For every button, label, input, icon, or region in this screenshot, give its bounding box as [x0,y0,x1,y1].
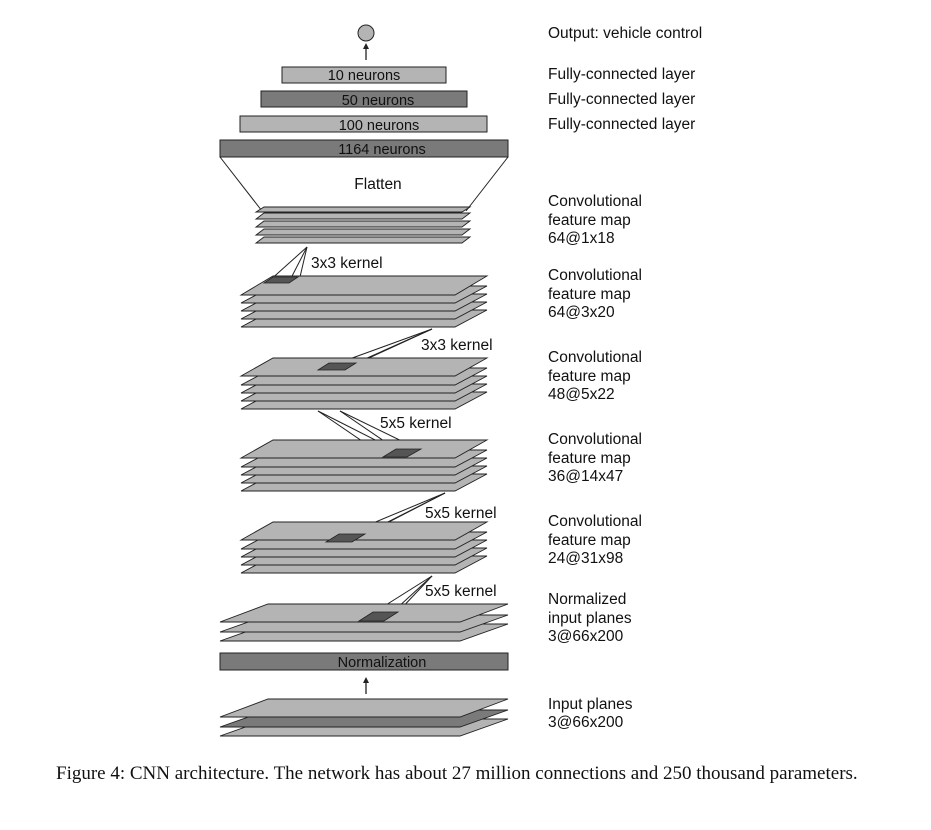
fc-layer-1164-text: 1164 neurons [338,142,426,158]
output-arrow-head [363,43,369,49]
feature-map-64x3x20 [239,275,489,328]
normalized-line2: input planes [548,610,632,627]
normalization-label: Normalization [338,655,427,671]
conv-map-3-line1: Convolutional [548,349,642,366]
conv-map-5-line3: 24@31x98 [548,550,623,567]
flatten-label: Flatten [354,176,401,193]
feature-map-36x14x47 [239,439,489,492]
kernel-3-label: 5x5 kernel [380,415,452,432]
normalized-line1: Normalized [548,591,626,608]
flatten-edge-left [219,156,263,212]
normalization-layer [219,652,509,671]
kernel-4-label: 5x5 kernel [425,505,497,522]
flatten-edge-right [465,156,509,212]
conv-map-1-line3: 64@1x18 [548,230,615,247]
conv-map-3-line2: feature map [548,368,631,385]
kernel-4-patch [324,533,367,543]
kernel-1-label: 3x3 kernel [311,255,383,272]
fc-layer-10-label: Fully-connected layer [548,66,695,83]
normalized-input-planes [219,603,509,642]
normalized-line3: 3@66x200 [548,628,624,645]
conv-map-1-line1: Convolutional [548,193,642,210]
feature-map-48x5x22 [239,357,489,410]
conv-map-4-line3: 36@14x47 [548,468,623,485]
input-line2: 3@66x200 [548,714,624,731]
kernel-2-patch [316,362,358,371]
fc-layer-50-label: Fully-connected layer [548,91,695,108]
feature-map-24x31x98 [239,521,489,574]
conv-map-2-line1: Convolutional [548,267,642,284]
input-line1: Input planes [548,696,633,713]
conv-map-2-line2: feature map [548,286,631,303]
fc-layer-100-text: 100 neurons [339,118,420,134]
kernel-3-patch [381,448,423,458]
kernel-2-label: 3x3 kernel [421,337,493,354]
conv-map-3-line3: 48@5x22 [548,386,615,403]
fc-layer-100 [239,115,488,133]
conv-map-4-line1: Convolutional [548,431,642,448]
feature-map-64x1x18 [254,206,472,244]
fc-layer-100-label: Fully-connected layer [548,116,695,133]
cnn-architecture-diagram: Output: vehicle control 10 neurons Fully… [219,24,702,737]
input-arrow-head [363,677,369,683]
figure-caption: Figure 4: CNN architecture. The network … [56,763,858,784]
input-planes [219,698,509,737]
conv-map-5-line2: feature map [548,532,631,549]
fc-layer-50-text: 50 neurons [342,93,415,109]
conv-map-1-line2: feature map [548,212,631,229]
conv-map-5-line1: Convolutional [548,513,642,530]
kernel-5-label: 5x5 kernel [425,583,497,600]
fc-layer-10-text: 10 neurons [328,68,401,84]
kernel-1-patch-front [262,276,300,284]
fc-layer-1164 [219,139,509,158]
conv-map-4-line2: feature map [548,450,631,467]
conv-map-2-line3: 64@3x20 [548,304,615,321]
output-node [357,24,375,42]
fc-layer-10 [281,66,447,84]
fc-layer-50 [260,90,468,108]
kernel-5-patch [357,611,400,622]
output-label: Output: vehicle control [548,25,702,42]
